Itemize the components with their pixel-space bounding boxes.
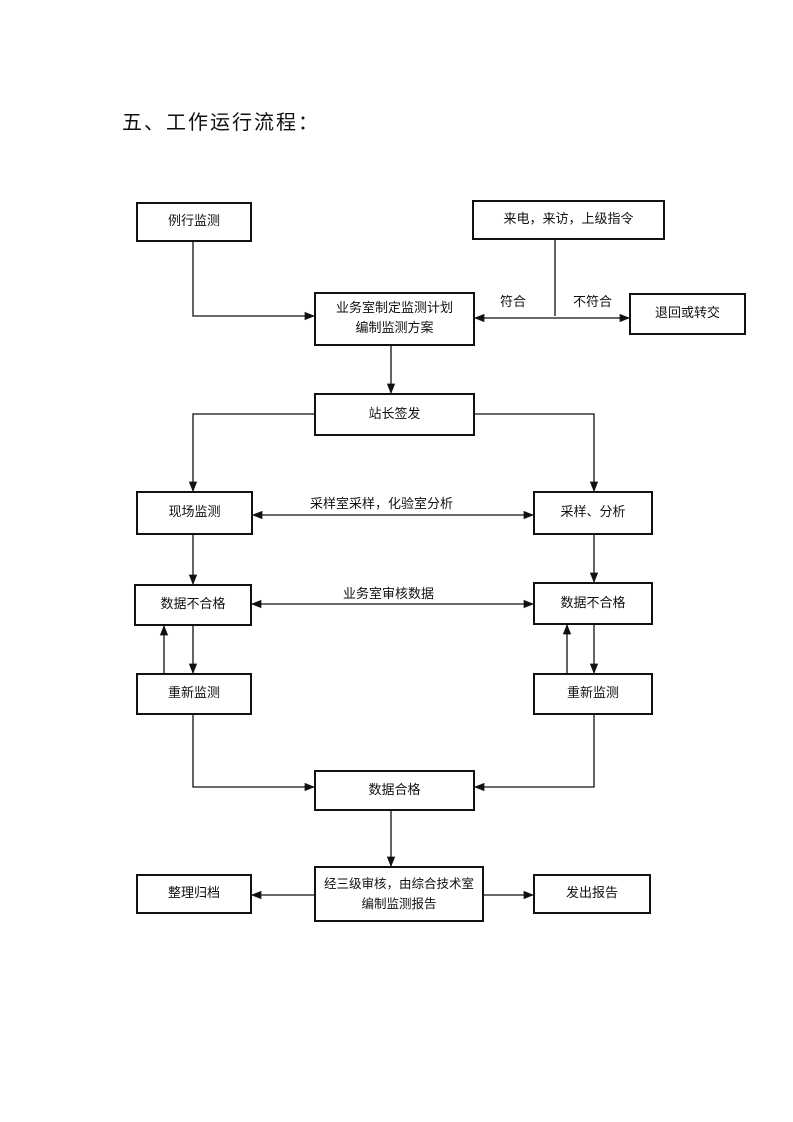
- node-report-label-1: 经三级审核，由综合技术室: [323, 876, 474, 891]
- node-retest-right: 重新监测: [533, 673, 653, 715]
- node-retest-left: 重新监测: [136, 673, 252, 715]
- node-plan-label-1: 业务室制定监测计划: [335, 301, 453, 316]
- edge-label-match: 符合: [500, 295, 527, 310]
- node-data-pass: 数据合格: [314, 770, 475, 811]
- node-archive: 整理归档: [136, 874, 252, 914]
- node-sampling-analysis: 采样、分析: [533, 491, 653, 535]
- node-director-approval: 站长签发: [314, 393, 475, 436]
- page-heading: 五、工作运行流程：: [122, 110, 320, 134]
- edge-label-sample-analysis: 采样室采样，化验室分析: [310, 497, 454, 512]
- node-calls-visits: 来电，来访，上级指令: [472, 200, 665, 240]
- node-sampling-label: 采样、分析: [560, 505, 626, 520]
- edge-label-nomatch: 不符合: [573, 295, 613, 310]
- edge-retest-pass-right: [473, 715, 595, 792]
- node-routine-monitoring: 例行监测: [136, 202, 252, 242]
- node-fail-left-label: 数据不合格: [160, 597, 226, 612]
- node-retest-left-label: 重新监测: [167, 686, 220, 701]
- edge-retest-pass-left: [192, 715, 316, 792]
- node-calls-label: 来电，来访，上级指令: [503, 212, 634, 227]
- node-onsite-monitoring: 现场监测: [136, 491, 253, 535]
- node-plan-label-2: 编制监测方案: [355, 321, 434, 336]
- edge-approve-sampling: [475, 413, 599, 493]
- node-plan: 业务室制定监测计划 编制监测方案: [314, 292, 475, 346]
- node-routine-label: 例行监测: [167, 214, 220, 229]
- node-fail-right-label: 数据不合格: [560, 595, 626, 611]
- node-approve-label: 站长签发: [368, 406, 421, 422]
- edge-approve-onsite: [188, 413, 314, 493]
- node-data-fail-right: 数据不合格: [533, 582, 653, 625]
- node-report: 经三级审核，由综合技术室 编制监测报告: [314, 866, 484, 922]
- node-retest-right-label: 重新监测: [566, 686, 619, 701]
- node-reject-transfer: 退回或转交: [629, 293, 746, 335]
- node-issue-label: 发出报告: [565, 886, 618, 901]
- node-issue-report: 发出报告: [533, 874, 651, 914]
- edge-label-review: 业务室审核数据: [343, 587, 435, 602]
- edge-routine-plan: [192, 242, 316, 321]
- node-report-label-2: 编制监测报告: [361, 896, 437, 911]
- node-reject-label: 退回或转交: [654, 306, 720, 321]
- node-onsite-label: 现场监测: [168, 505, 221, 520]
- node-data-fail-left: 数据不合格: [134, 584, 252, 626]
- node-pass-label: 数据合格: [368, 782, 421, 798]
- node-archive-label: 整理归档: [167, 886, 220, 901]
